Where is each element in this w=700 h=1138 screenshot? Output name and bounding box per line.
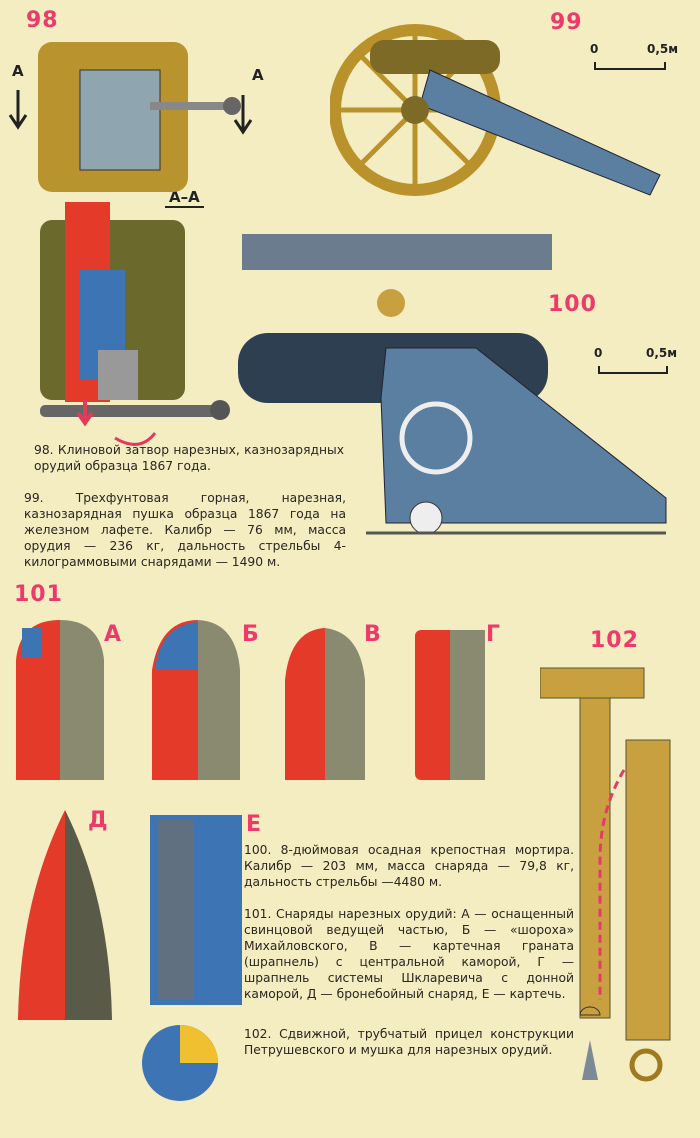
section-arrow-label-right: А [252,66,264,84]
shell-label-e: Е [246,812,262,837]
figure-100-number: 100 [548,292,597,317]
shell-label-a: А [104,622,122,647]
shell-label-d: Д [88,808,108,833]
caption-98: 98. Клиновой затвор нарезных, казнозаряд… [34,443,344,473]
shell-d [18,810,112,1020]
shell-b [152,620,240,780]
scale-bar-99 [594,62,666,70]
shell-label-b: Б [242,622,259,647]
figure-99-number: 99 [550,10,583,35]
section-arrow-label-left: А [12,62,24,80]
caption-102: 102. Сдвижной, трубчатый прицел конструк… [244,1027,574,1057]
shell-label-v: В [364,622,381,647]
shell-e [150,815,242,1005]
breech-wedge-illustration [8,42,253,446]
scale-zero-99: 0 [590,42,599,56]
figure-101-number: 101 [14,582,63,607]
section-label: А–А [165,188,204,208]
figure-102-number: 102 [590,628,639,653]
mountain-gun-illustration [330,24,661,196]
shells-illustration [16,620,242,1101]
scale-bar-100 [598,366,668,374]
sight-illustration [540,667,671,1082]
caption-99: 99. Трехфунтовая горная, нарезная, казно… [24,491,346,569]
siege-mortar-illustration [238,234,667,535]
shells-illustration-2 [285,628,485,780]
shell-a [16,620,104,780]
scale-end-100: 0,5м [646,346,678,360]
scale-end-99: 0,5м [647,42,679,56]
caption-101: 101. Снаряды нарезных орудий: А — оснаще… [244,907,574,1001]
caption-100: 100. 8-дюймовая осадная крепостная морти… [244,843,574,889]
shell-label-g: Г [486,622,501,647]
figure-98-number: 98 [26,8,59,33]
scale-zero-100: 0 [594,346,603,360]
